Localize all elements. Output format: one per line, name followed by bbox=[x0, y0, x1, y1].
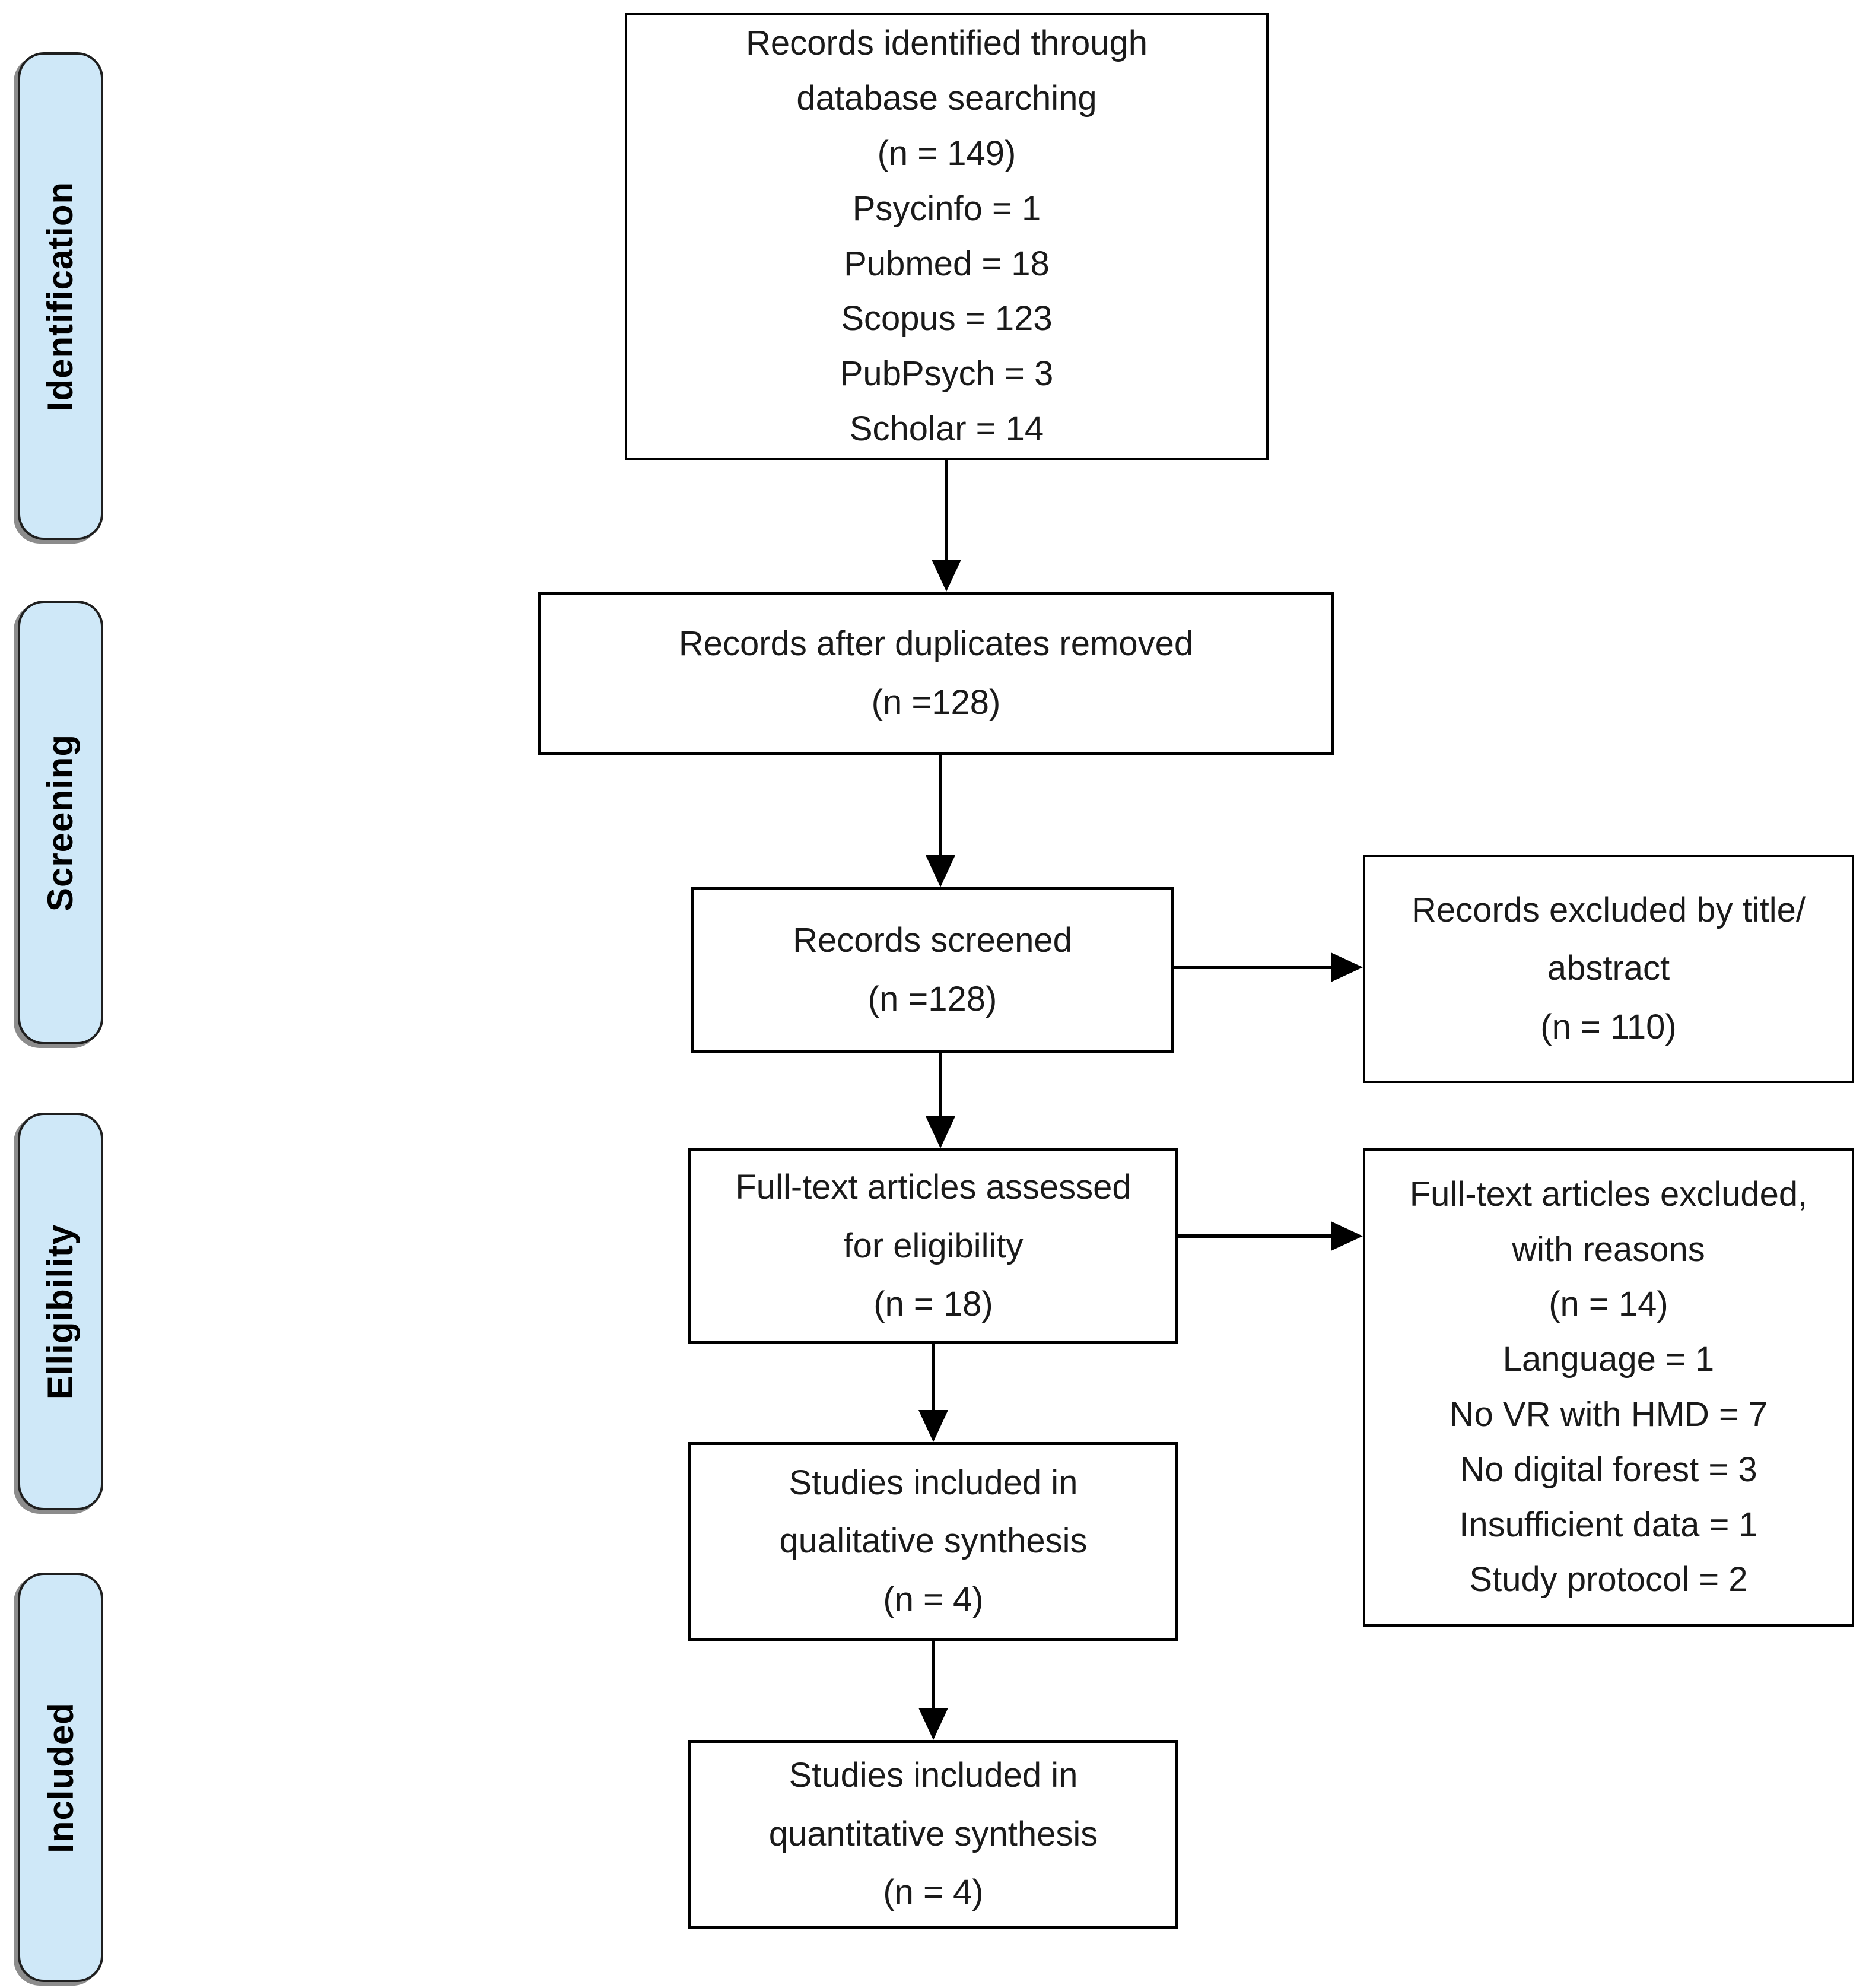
arrow-screened-to-excluded-head-icon bbox=[1331, 952, 1363, 982]
box-records-excluded: Records excluded by title/ abstract (n =… bbox=[1363, 855, 1854, 1083]
arrow-identified-to-duplicates-head-icon bbox=[932, 560, 961, 592]
box-qualitative-synthesis: Studies included in qualitative synthesi… bbox=[688, 1442, 1178, 1641]
arrow-screened-to-excluded-line bbox=[1174, 966, 1333, 969]
stage-label-screening-text: Screening bbox=[40, 733, 81, 912]
arrow-duplicates-to-screened-line bbox=[939, 755, 942, 856]
stage-label-eligibility-text: Elligibility bbox=[40, 1224, 81, 1399]
stage-label-included-text: Included bbox=[40, 1701, 81, 1853]
arrow-screened-to-fulltext-line bbox=[939, 1053, 942, 1117]
box-records-identified: Records identified through database sear… bbox=[625, 13, 1269, 460]
stage-label-identification: Identification bbox=[18, 52, 103, 540]
stage-label-included: Included bbox=[18, 1573, 103, 1982]
arrow-fulltext-to-qualitative-head-icon bbox=[918, 1410, 948, 1442]
box-fulltext-assessed: Full-text articles assessed for eligibil… bbox=[688, 1148, 1178, 1344]
arrow-screened-to-fulltext-head-icon bbox=[926, 1116, 955, 1148]
arrow-identified-to-duplicates-line bbox=[945, 460, 948, 562]
stage-label-screening: Screening bbox=[18, 601, 103, 1044]
arrow-duplicates-to-screened-head-icon bbox=[926, 855, 955, 887]
box-records-screened: Records screened (n =128) bbox=[691, 887, 1174, 1053]
arrow-fulltext-to-excluded-line bbox=[1178, 1234, 1333, 1238]
box-fulltext-excluded: Full-text articles excluded, with reason… bbox=[1363, 1148, 1854, 1627]
arrow-qualitative-to-quantitative-line bbox=[932, 1641, 935, 1709]
box-duplicates-removed: Records after duplicates removed (n =128… bbox=[538, 592, 1334, 755]
stage-label-eligibility: Elligibility bbox=[18, 1113, 103, 1510]
box-quantitative-synthesis: Studies included in quantitative synthes… bbox=[688, 1740, 1178, 1929]
arrow-qualitative-to-quantitative-head-icon bbox=[918, 1708, 948, 1740]
arrow-fulltext-to-qualitative-line bbox=[932, 1344, 935, 1411]
stage-label-identification-text: Identification bbox=[40, 181, 81, 411]
arrow-fulltext-to-excluded-head-icon bbox=[1331, 1221, 1363, 1251]
